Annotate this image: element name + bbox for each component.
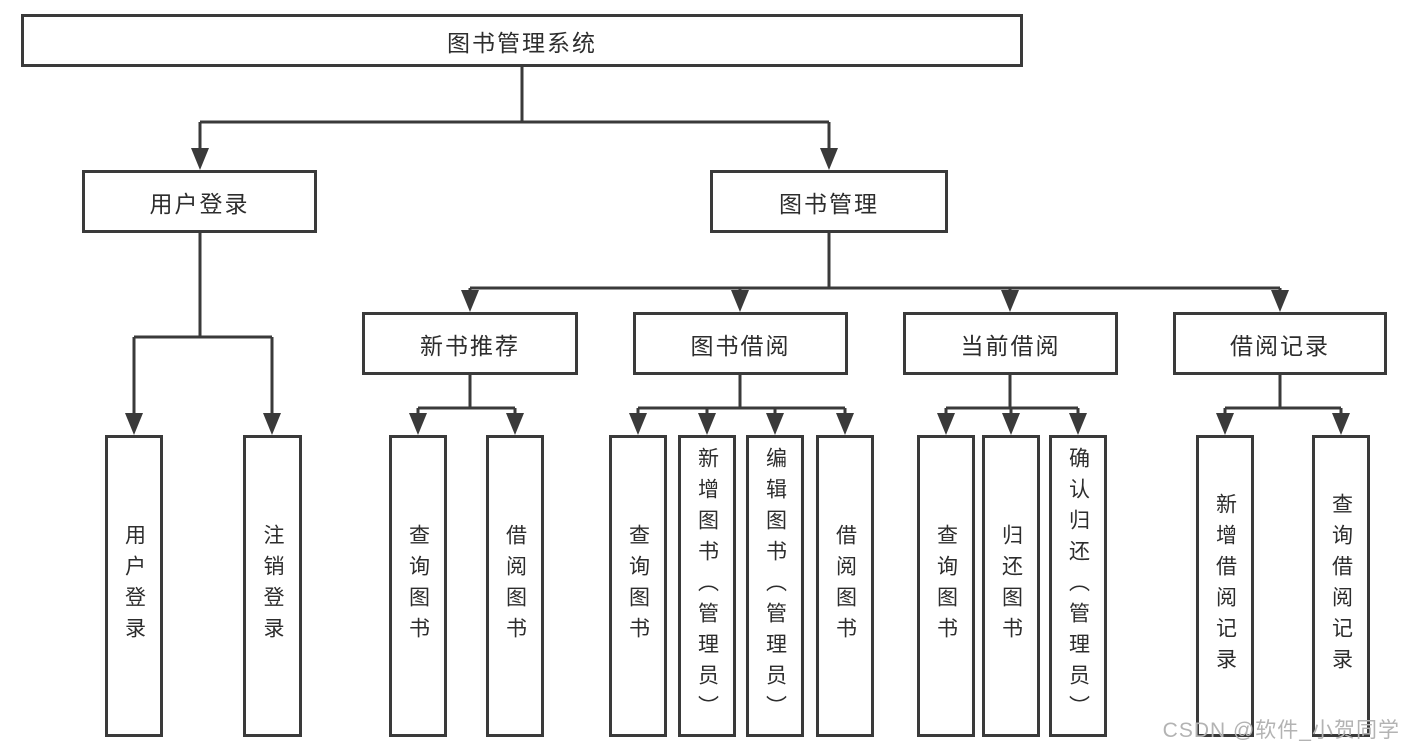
leaf-return-book: 归还图书 bbox=[982, 435, 1040, 737]
node-new-book-recommend: 新书推荐 bbox=[362, 312, 578, 375]
leaf-borrow-books-recommend-label: 借阅图书 bbox=[503, 524, 527, 648]
leaf-query-books-borrow: 查询图书 bbox=[609, 435, 667, 737]
leaf-query-borrow-record-label: 查询借阅记录 bbox=[1329, 493, 1353, 679]
node-book-borrow: 图书借阅 bbox=[633, 312, 848, 375]
leaf-borrow-books: 借阅图书 bbox=[816, 435, 874, 737]
node-user-login: 用户登录 bbox=[82, 170, 317, 233]
leaf-query-books-borrow-label: 查询图书 bbox=[626, 524, 650, 648]
node-book-management: 图书管理 bbox=[710, 170, 948, 233]
leaf-return-book-label: 归还图书 bbox=[999, 524, 1023, 648]
leaf-borrow-books-label: 借阅图书 bbox=[833, 524, 857, 648]
leaf-add-borrow-record: 新增借阅记录 bbox=[1196, 435, 1254, 737]
leaf-add-book-admin-label: 新增图书（管理员） bbox=[695, 446, 719, 726]
node-library-management-system: 图书管理系统 bbox=[21, 14, 1023, 67]
node-current-borrow: 当前借阅 bbox=[903, 312, 1118, 375]
leaf-confirm-return-admin-label: 确认归还（管理员） bbox=[1066, 446, 1090, 726]
arrow-heads bbox=[125, 148, 1350, 435]
leaf-query-books-recommend: 查询图书 bbox=[389, 435, 447, 737]
leaf-logout-label: 注销登录 bbox=[261, 524, 285, 648]
leaf-add-book-admin: 新增图书（管理员） bbox=[678, 435, 736, 737]
leaf-query-books-current-label: 查询图书 bbox=[934, 524, 958, 648]
leaf-query-books-recommend-label: 查询图书 bbox=[406, 524, 430, 648]
leaf-query-books-current: 查询图书 bbox=[917, 435, 975, 737]
leaf-add-borrow-record-label: 新增借阅记录 bbox=[1213, 493, 1237, 679]
node-borrow-records: 借阅记录 bbox=[1173, 312, 1387, 375]
leaf-edit-book-admin-label: 编辑图书（管理员） bbox=[763, 446, 787, 726]
leaf-user-login-label: 用户登录 bbox=[122, 524, 146, 648]
leaf-query-borrow-record: 查询借阅记录 bbox=[1312, 435, 1370, 737]
leaf-borrow-books-recommend: 借阅图书 bbox=[486, 435, 544, 737]
leaf-confirm-return-admin: 确认归还（管理员） bbox=[1049, 435, 1107, 737]
csdn-watermark: CSDN @软件_小贺同学 bbox=[1162, 719, 1400, 742]
leaf-logout: 注销登录 bbox=[243, 435, 302, 737]
leaf-user-login: 用户登录 bbox=[105, 435, 163, 737]
leaf-edit-book-admin: 编辑图书（管理员） bbox=[746, 435, 804, 737]
